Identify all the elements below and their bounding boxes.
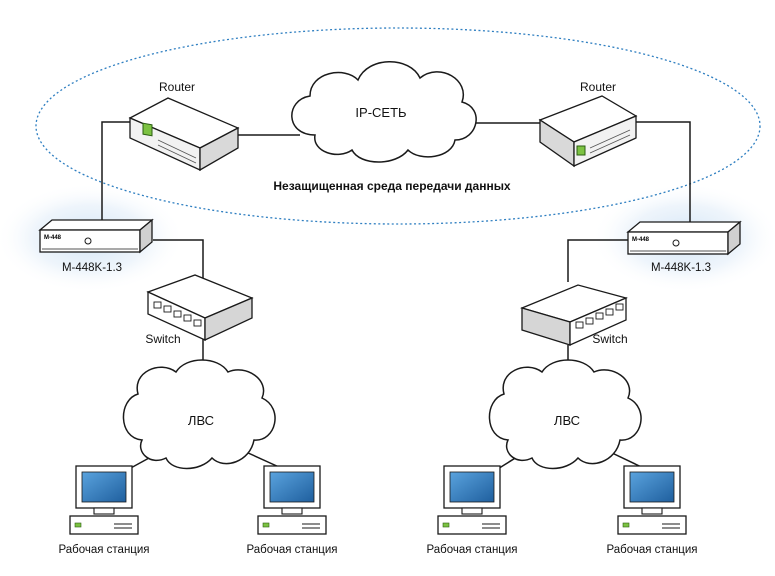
lan-cloud-right: ЛВС — [488, 359, 642, 470]
lan-cloud-left: ЛВС — [122, 359, 276, 470]
power-led — [74, 522, 82, 528]
lan-cloud-label: ЛВС — [188, 413, 214, 428]
switch-label: Switch — [592, 332, 627, 346]
router-right: Router — [538, 80, 638, 168]
workstation: Рабочая станция — [58, 465, 150, 556]
monitor-screen — [449, 471, 495, 503]
power-led — [622, 522, 630, 528]
power-led — [442, 522, 450, 528]
crypto-device-left: M-448 M-448K-1.3 — [38, 218, 154, 274]
switch-label: Switch — [145, 332, 180, 346]
switch-right: Switch — [520, 284, 628, 347]
monitor-stand — [461, 507, 483, 515]
system-unit — [617, 515, 687, 535]
workstation: Рабочая станция — [426, 465, 518, 556]
switch-left: Switch — [145, 274, 254, 346]
link-crypto-switch-right — [567, 239, 628, 282]
workstations: Рабочая станция Рабочая станция Рабочая ст… — [58, 465, 698, 556]
router-left: Router — [128, 80, 240, 172]
system-unit — [69, 515, 139, 535]
switch-ports — [575, 303, 624, 329]
workstation-label: Рабочая станция — [426, 544, 517, 556]
crypto-device-label: M-448K-1.3 — [651, 262, 711, 274]
crypto-device-label: M-448K-1.3 — [62, 262, 122, 274]
ip-cloud-label: IP-СЕТЬ — [355, 105, 406, 120]
workstation-label: Рабочая станция — [606, 544, 697, 556]
link-router-crypto-right — [632, 121, 691, 222]
unsecured-zone-boundary — [35, 27, 761, 225]
link-crypto-switch-left — [153, 239, 204, 278]
monitor-stand — [641, 507, 663, 515]
router-label: Router — [159, 80, 195, 94]
workstation: Рабочая станция — [606, 465, 698, 556]
monitor-stand — [93, 507, 115, 515]
monitor-screen — [629, 471, 675, 503]
router-label: Router — [580, 80, 616, 94]
workstation: Рабочая станция — [246, 465, 338, 556]
link-router-crypto-left — [101, 121, 132, 220]
switch-ports — [153, 301, 202, 327]
crypto-device-right: M-448 M-448K-1.3 — [626, 220, 742, 274]
lan-cloud-label: ЛВС — [554, 413, 580, 428]
unsecured-medium-caption: Незащищенная среда передачи данных — [273, 179, 511, 193]
workstation-label: Рабочая станция — [58, 544, 149, 556]
monitor-stand — [281, 507, 303, 515]
crypto-device-tag: M-448 — [632, 237, 650, 243]
crypto-device-tag: M-448 — [44, 235, 62, 241]
workstation-label: Рабочая станция — [246, 544, 337, 556]
ip-network-cloud: IP-СЕТЬ — [291, 61, 477, 163]
system-unit — [257, 515, 327, 535]
system-unit — [437, 515, 507, 535]
monitor-screen — [269, 471, 315, 503]
power-led — [262, 522, 270, 528]
monitor-screen — [81, 471, 127, 503]
